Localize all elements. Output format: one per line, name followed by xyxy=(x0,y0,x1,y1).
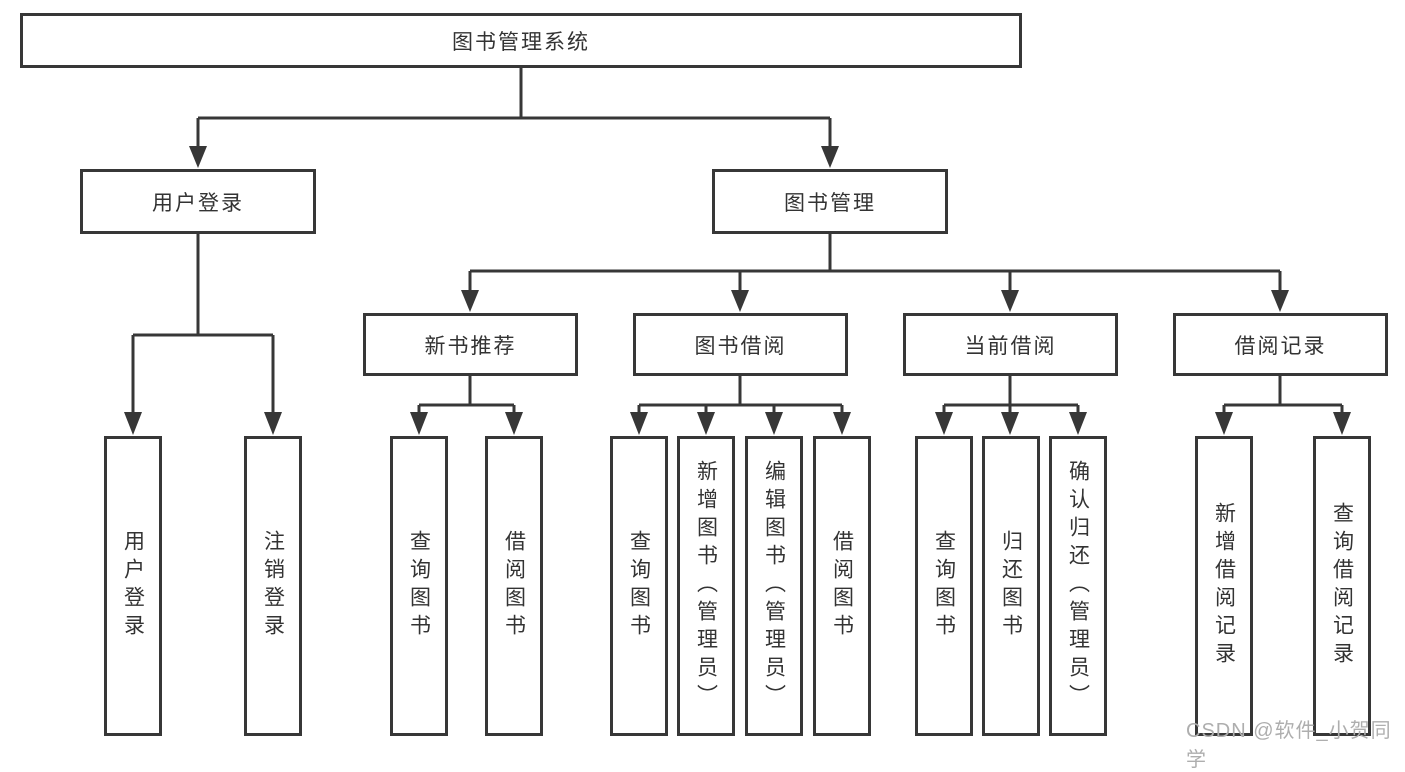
leaf-borrow-books-label: 借阅图书 xyxy=(830,530,854,642)
node-book-borrow-label: 图书借阅 xyxy=(694,334,787,358)
arrowhead xyxy=(505,412,523,435)
arrowhead xyxy=(124,412,142,435)
leaf-query-books-recommend: 查询图书 xyxy=(390,436,448,736)
node-new-book-recommend: 新书推荐 xyxy=(363,313,578,376)
leaf-borrow-books-recommend-label: 借阅图书 xyxy=(502,530,526,642)
connector-root-to-level1 xyxy=(196,68,832,150)
node-book-management-label: 图书管理 xyxy=(784,191,876,215)
arrowhead xyxy=(765,412,783,435)
arrowhead xyxy=(189,146,207,168)
arrowhead xyxy=(264,412,282,435)
arrowhead xyxy=(1271,290,1289,312)
node-user-login: 用户登录 xyxy=(80,169,316,234)
arrowhead xyxy=(935,412,953,435)
node-book-borrow: 图书借阅 xyxy=(633,313,848,376)
leaf-borrow-books: 借阅图书 xyxy=(813,436,871,736)
leaf-query-books-recommend-label: 查询图书 xyxy=(407,530,431,642)
leaf-logout-login: 注销登录 xyxy=(244,436,302,736)
leaf-query-books-current-label: 查询图书 xyxy=(932,530,956,642)
arrowhead xyxy=(410,412,428,435)
arrowhead xyxy=(697,412,715,435)
arrowhead xyxy=(461,290,479,312)
leaf-edit-book-admin-label: 编辑图书（管理员） xyxy=(762,460,786,712)
leaf-logout-login-label: 注销登录 xyxy=(261,530,285,642)
leaf-add-book-admin-label: 新增图书（管理员） xyxy=(694,460,718,712)
leaf-user-login: 用户登录 xyxy=(104,436,162,736)
leaf-user-login-label: 用户登录 xyxy=(121,530,145,642)
leaf-query-books-borrow: 查询图书 xyxy=(610,436,668,736)
connector-borrow-record-children xyxy=(1222,375,1344,418)
leaf-confirm-return-admin: 确认归还（管理员） xyxy=(1049,436,1107,736)
leaf-confirm-return-admin-label: 确认归还（管理员） xyxy=(1066,460,1090,712)
leaf-query-borrow-record-label: 查询借阅记录 xyxy=(1330,502,1354,670)
connector-current-borrow-children xyxy=(942,375,1080,418)
leaf-query-borrow-record: 查询借阅记录 xyxy=(1313,436,1371,736)
leaf-borrow-books-recommend: 借阅图书 xyxy=(485,436,543,736)
arrowhead xyxy=(731,290,749,312)
arrowhead xyxy=(1215,412,1233,435)
node-root-label: 图书管理系统 xyxy=(452,30,590,54)
connector-book-borrow-children xyxy=(637,375,844,418)
diagram-canvas: 图书管理系统 用户登录 图书管理 新书推荐 图书借阅 当前借阅 借阅记录 用户登… xyxy=(20,13,1391,771)
leaf-add-borrow-record-label: 新增借阅记录 xyxy=(1212,502,1236,670)
node-borrow-records: 借阅记录 xyxy=(1173,313,1388,376)
node-root: 图书管理系统 xyxy=(20,13,1022,68)
leaf-edit-book-admin: 编辑图书（管理员） xyxy=(745,436,803,736)
node-borrow-records-label: 借阅记录 xyxy=(1234,334,1327,358)
leaf-add-book-admin: 新增图书（管理员） xyxy=(677,436,735,736)
connector-layer xyxy=(124,68,1351,435)
connector-book-management-children xyxy=(468,233,1282,296)
node-current-borrow-label: 当前借阅 xyxy=(964,334,1057,358)
connector-new-book-children xyxy=(417,375,516,418)
arrowhead xyxy=(821,146,839,168)
leaf-return-books-label: 归还图书 xyxy=(999,530,1023,642)
arrowhead xyxy=(833,412,851,435)
arrowhead xyxy=(1333,412,1351,435)
leaf-add-borrow-record: 新增借阅记录 xyxy=(1195,436,1253,736)
leaf-query-books-current: 查询图书 xyxy=(915,436,973,736)
arrowhead xyxy=(1069,412,1087,435)
arrowhead xyxy=(1001,412,1019,435)
arrowhead xyxy=(630,412,648,435)
leaf-return-books: 归还图书 xyxy=(982,436,1040,736)
node-book-management: 图书管理 xyxy=(712,169,948,234)
node-user-login-label: 用户登录 xyxy=(152,191,244,215)
csdn-watermark: CSDN @软件_小贺同学 xyxy=(1186,720,1392,771)
node-new-book-recommend-label: 新书推荐 xyxy=(424,334,517,358)
leaf-query-books-borrow-label: 查询图书 xyxy=(627,530,651,642)
arrowhead xyxy=(1001,290,1019,312)
node-current-borrow: 当前借阅 xyxy=(903,313,1118,376)
connector-user-login-children xyxy=(131,233,275,418)
